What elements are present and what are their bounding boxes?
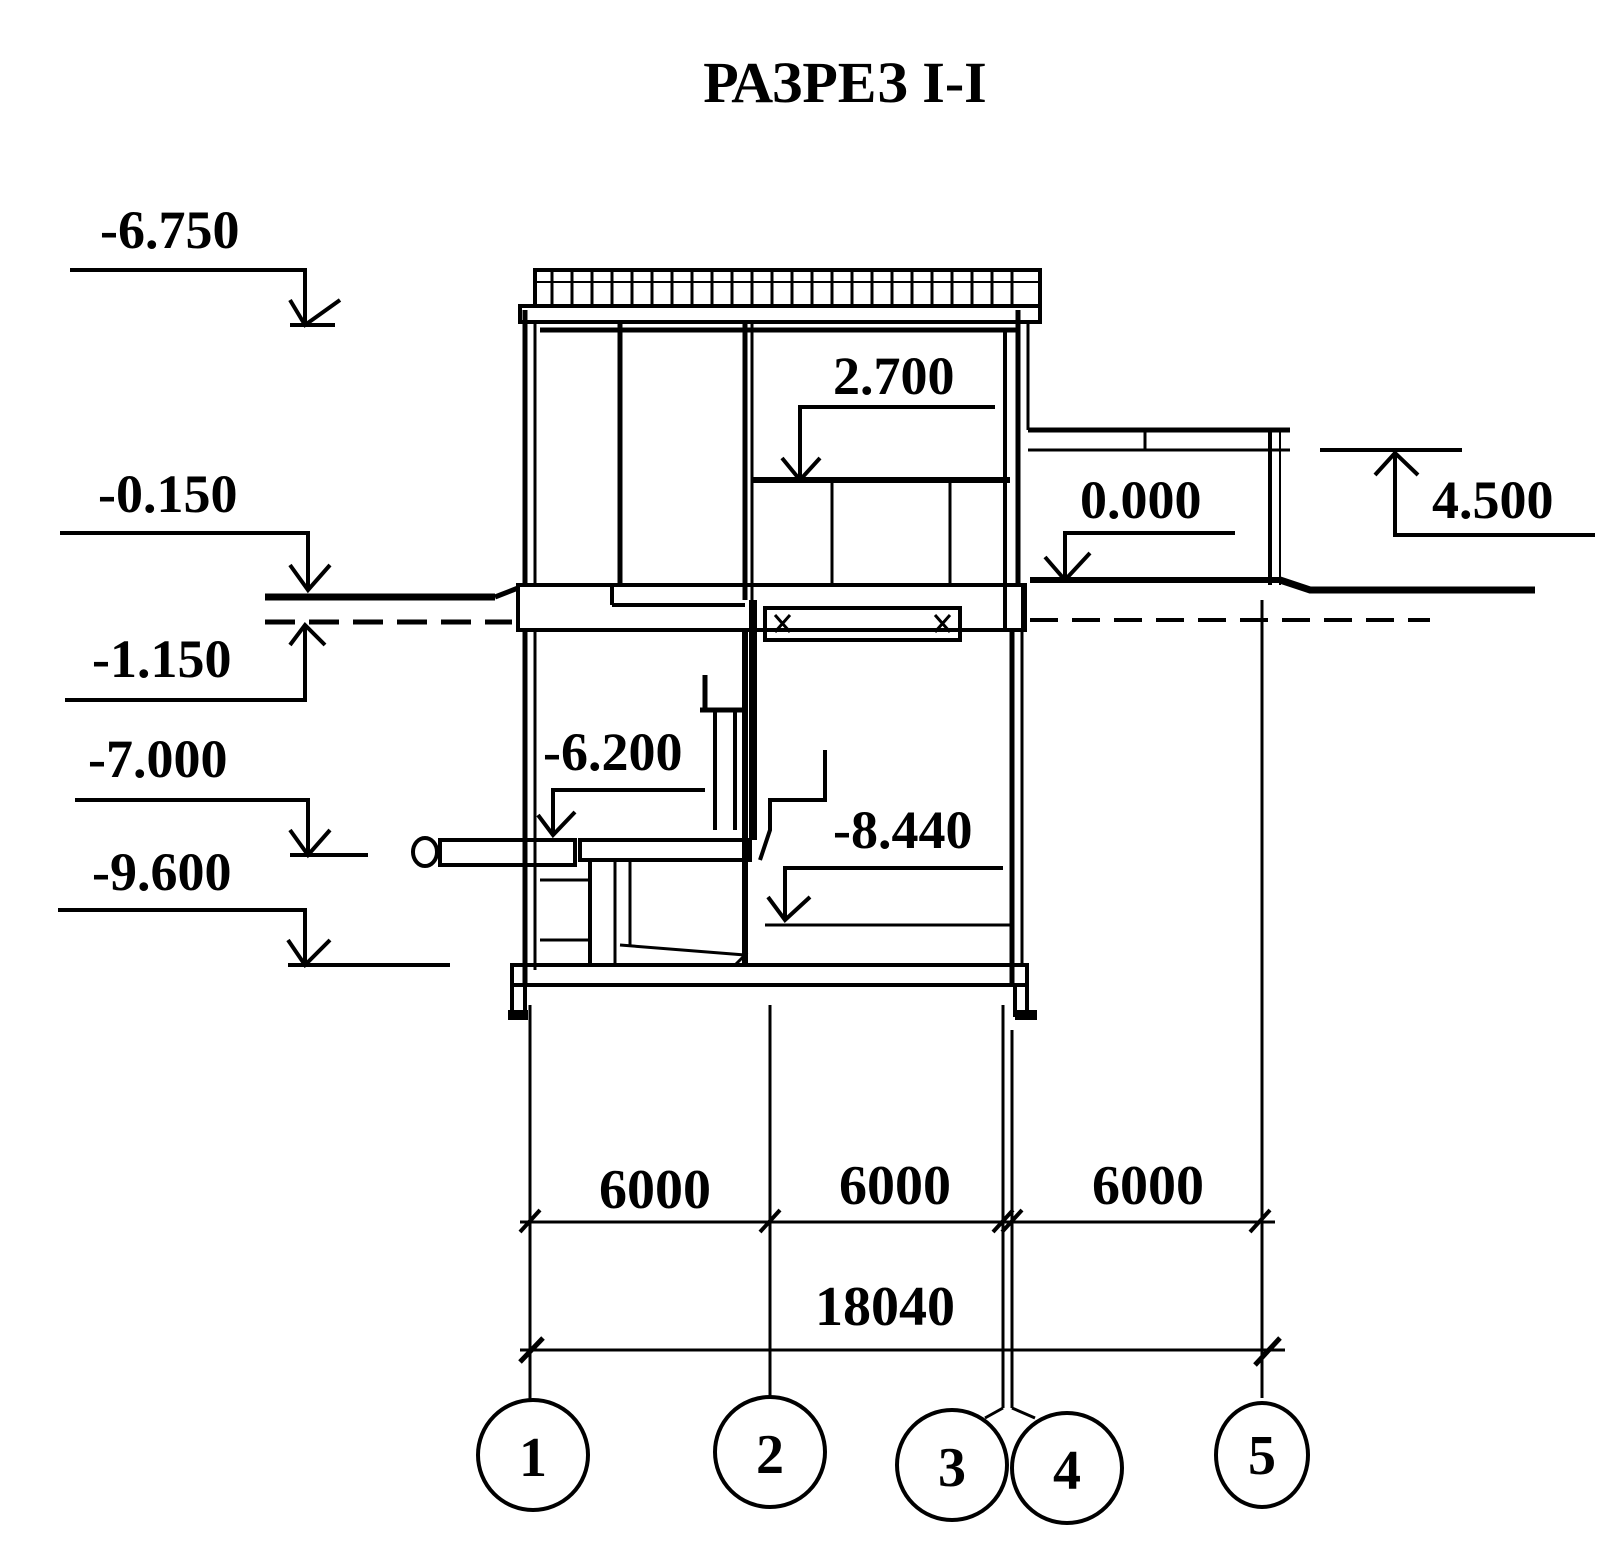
dimension-label-1-2: 6000 xyxy=(599,1159,711,1221)
dimension-label-2-3: 6000 xyxy=(839,1155,951,1217)
elevation-label: -6.200 xyxy=(543,722,682,782)
elevation-mark-m0150: -0.150 xyxy=(60,464,332,594)
elevation-mark-4500: 4.500 xyxy=(1320,448,1595,537)
axis-bubble-3: 3 xyxy=(895,1408,1009,1522)
axis-label: 5 xyxy=(1248,1425,1276,1487)
axis-label: 2 xyxy=(756,1424,784,1486)
building-section xyxy=(265,268,1535,1020)
elevation-label: 0.000 xyxy=(1080,470,1202,530)
drawing-title: РАЗРЕЗ I-I xyxy=(703,50,986,115)
dimension-chain: 6000 6000 6000 xyxy=(518,1155,1275,1234)
axis-bubble-5: 5 xyxy=(1214,1401,1310,1509)
elevation-label: -8.440 xyxy=(833,800,972,860)
axis-bubble-1: 1 xyxy=(476,1398,590,1512)
elevation-mark-m8440: -8.440 xyxy=(766,800,1003,923)
dimension-label-overall: 18040 xyxy=(815,1276,955,1338)
elevation-mark-0000: 0.000 xyxy=(1043,470,1235,583)
elevation-mark-2700: 2.700 xyxy=(780,346,995,484)
elevation-label: -0.150 xyxy=(98,464,237,524)
elevation-label: 2.700 xyxy=(833,346,955,406)
elevation-label: 4.500 xyxy=(1432,470,1554,530)
elevation-label: -9.600 xyxy=(92,842,231,902)
elevation-mark-m9600: -9.600 xyxy=(58,842,450,969)
elevation-mark-m6200: -6.200 xyxy=(536,722,705,839)
axis-bubble-2: 2 xyxy=(713,1395,827,1509)
elevation-mark-m1150: -1.150 xyxy=(65,621,327,702)
axis-label: 3 xyxy=(938,1437,966,1499)
axis-label: 1 xyxy=(519,1427,547,1489)
elevation-mark-m7000: -7.000 xyxy=(75,729,368,859)
dimension-overall: 18040 xyxy=(518,1276,1285,1367)
elevation-label: -6.750 xyxy=(100,200,239,260)
roof-hatch xyxy=(533,268,1042,308)
dimension-label-4-5: 6000 xyxy=(1092,1155,1204,1217)
elevation-marks: -6.750 -0.150 -1.150 -7.000 -9.600 xyxy=(58,200,1595,969)
axis-label: 4 xyxy=(1053,1440,1081,1502)
elevation-mark-m6750: -6.750 xyxy=(70,200,342,328)
elevation-label: -1.150 xyxy=(92,629,231,689)
axis-bubble-4: 4 xyxy=(1010,1411,1124,1525)
elevation-label: -7.000 xyxy=(88,729,227,789)
